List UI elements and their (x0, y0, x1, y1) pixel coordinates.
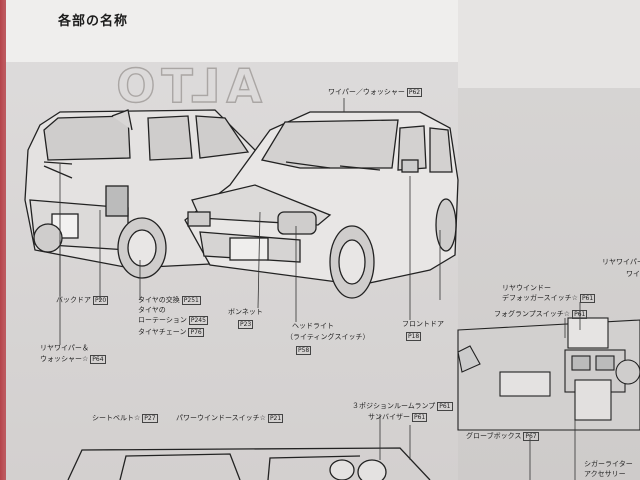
ref-rear-defogger: P61 (579, 294, 596, 303)
ref-tire-rotation: P245 (188, 316, 208, 325)
rear-view-car (24, 109, 263, 279)
label-bonnet: ボンネット (228, 308, 263, 316)
dashboard-illustration (457, 317, 640, 431)
ref-glove-box: P67 (523, 432, 539, 441)
label-headlight-line1: ヘッドライト (292, 322, 334, 330)
label-wi-partial: ワイ (626, 270, 640, 278)
alto-watermark: ALTO (110, 59, 262, 113)
interior-illustration (67, 447, 431, 480)
label-fog-lamp: フォグランプスイッチ☆P61 (494, 310, 588, 319)
label-rear-wiper-line1: リヤワイパー＆ (40, 344, 89, 352)
ref-tire-chain: P76 (188, 328, 204, 337)
label-power-window: パワーウインドースイッチ☆P21 (176, 414, 284, 423)
ref-back-door: P20 (93, 296, 109, 305)
ref-room-lamp: P61 (437, 402, 453, 411)
label-headlight-line2: （ライティングスイッチ） (286, 333, 370, 341)
ref-front-door: P18 (406, 332, 422, 341)
left-page-header (6, 0, 458, 62)
leader-lines (59, 98, 581, 480)
label-accessory: アクセサリー (584, 470, 626, 478)
label-tire-rotation-line1: タイヤの (138, 306, 166, 314)
label-rear-wiper: ウォッシャー☆P64 (40, 355, 106, 364)
label-front-door: フロントドア (402, 320, 444, 328)
label-cigar-lighter: シガーライター (584, 460, 633, 468)
label-seat-belt: シートベルト☆P27 (92, 414, 158, 423)
red-cover-edge (0, 0, 8, 480)
ref-power-window: P21 (267, 414, 284, 423)
right-page-header (458, 0, 640, 88)
ref-sun-visor: P61 (412, 413, 428, 422)
ref-fog-lamp: P61 (572, 310, 588, 319)
ref-rear-wiper: P64 (90, 355, 106, 364)
ref-front-door-box: P18 (404, 332, 422, 341)
page-title: 各部の名称 (58, 14, 129, 29)
label-rear-defogger: デフォッガースイッチ☆P61 (502, 294, 596, 303)
ref-headlight: P58 (296, 346, 312, 355)
ref-wiper-washer: P62 (406, 88, 423, 97)
ref-bonnet-box: P23 (236, 320, 254, 329)
ref-headlight-box: P58 (294, 346, 312, 355)
front-view-car (184, 111, 459, 299)
ref-tire-change: P251 (181, 296, 201, 305)
label-rear-defogger-line1: リヤウインドー (502, 284, 551, 292)
ref-bonnet: P23 (238, 320, 254, 329)
label-rear-wiper-right: リヤワイパー (602, 258, 640, 266)
ref-seat-belt: P27 (142, 414, 158, 423)
